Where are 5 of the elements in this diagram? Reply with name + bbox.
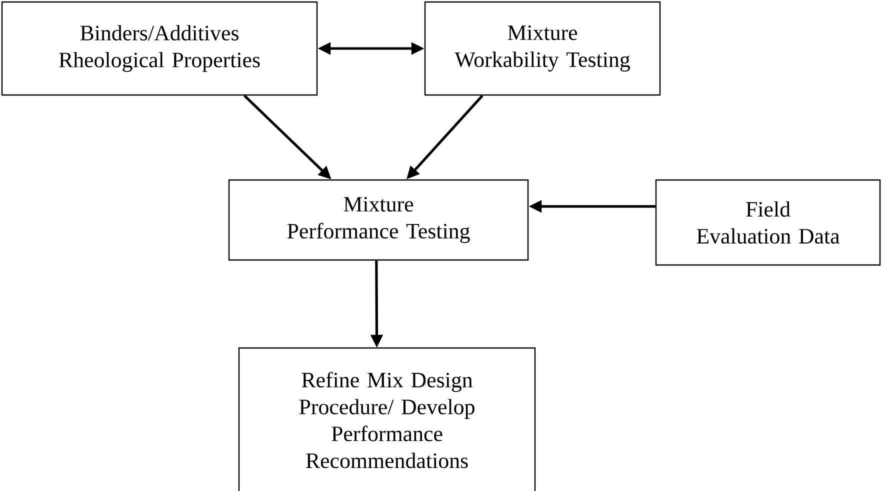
process-box: Mixture Workability Testing [424,1,661,96]
process-box: Refine Mix Design Procedure/ Develop Performance Recommendations [238,347,536,491]
process-box: Field Evaluation Data [655,179,881,266]
process-box: Binders/Additives Rheological Properties [1,1,318,96]
process-box: Mixture Performance Testing [228,179,529,261]
